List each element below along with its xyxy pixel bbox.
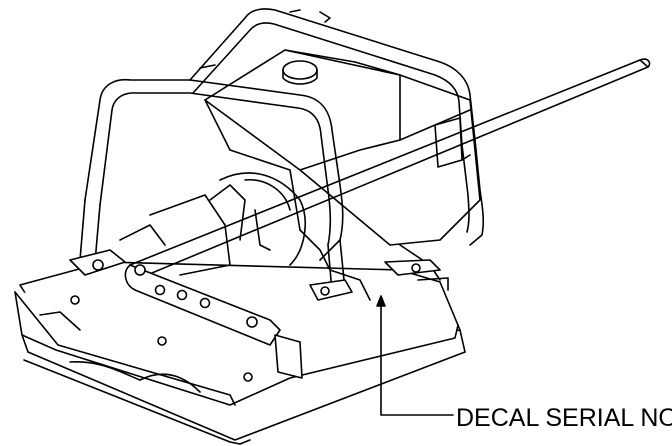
handle-bar: [129, 58, 651, 281]
base-plate: [14, 261, 466, 445]
callout-label-decal-serial-no: DECAL SERIAL NO.: [456, 404, 672, 432]
roll-cage: [79, 8, 485, 293]
serial-callout-leader: [376, 295, 454, 416]
bolts: [70, 259, 421, 382]
engine-housing: [119, 49, 481, 301]
